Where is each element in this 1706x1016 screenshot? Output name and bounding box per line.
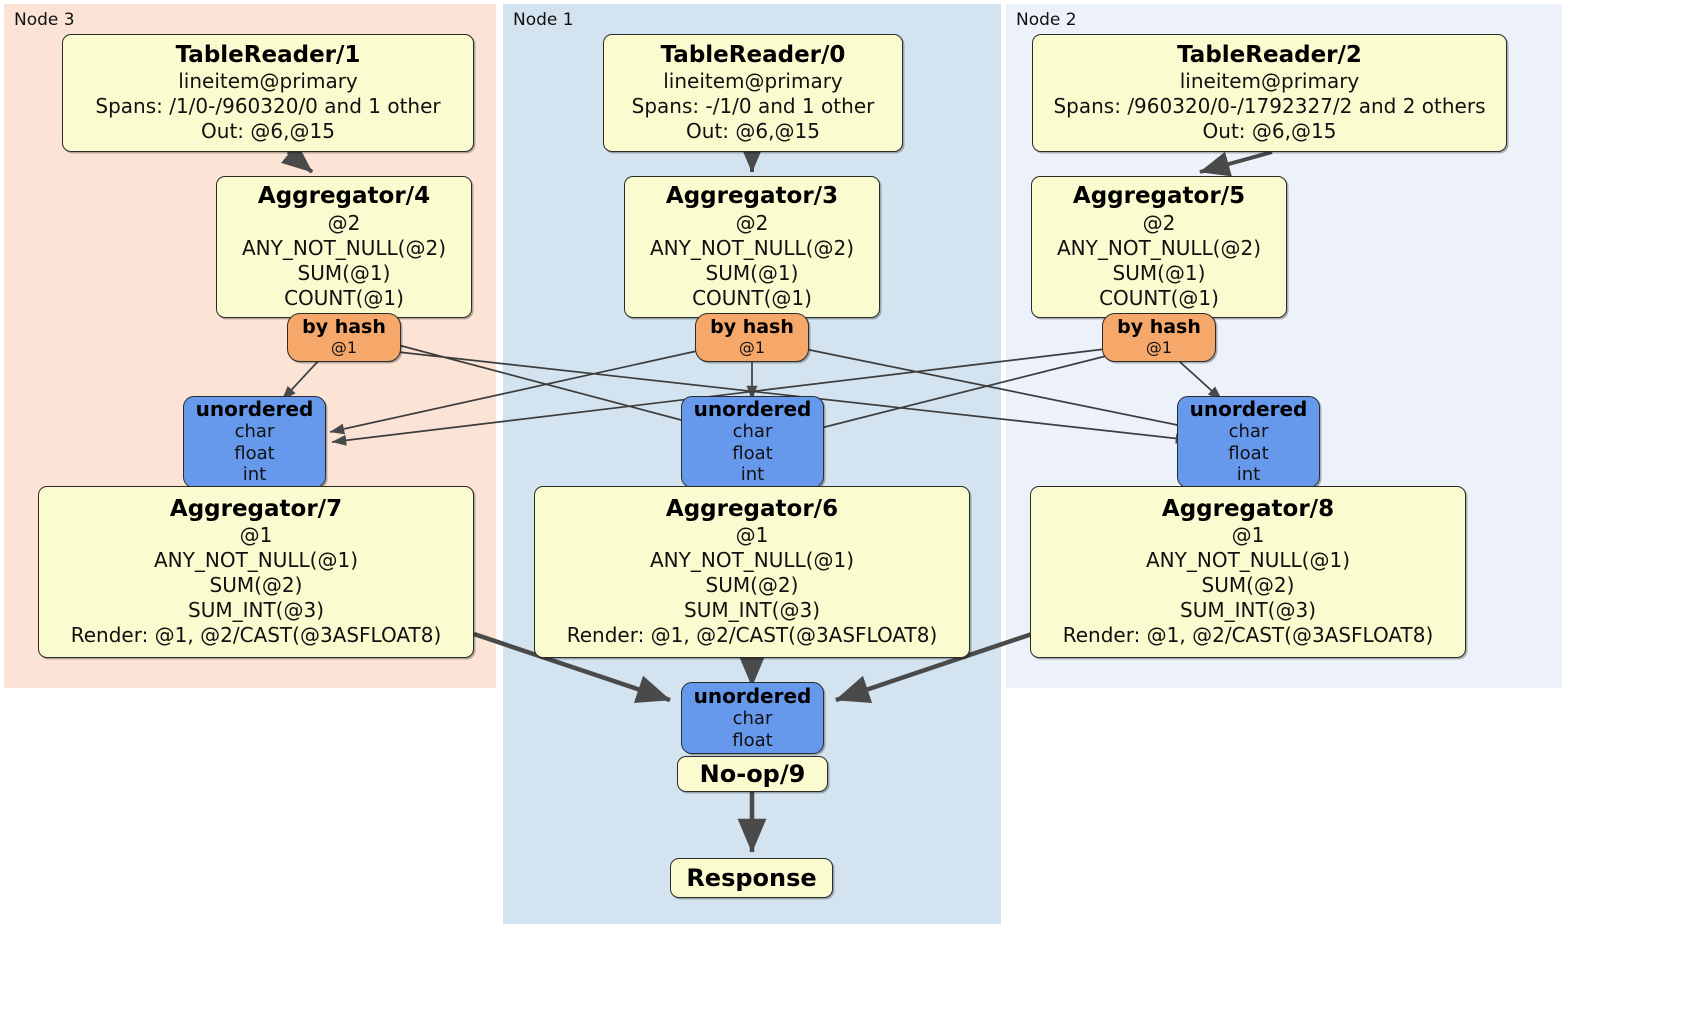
node-line: @2 — [1142, 210, 1176, 235]
node-title: TableReader/1 — [175, 41, 361, 68]
router-by-hash-middle[interactable]: by hash @1 — [695, 313, 809, 362]
node-line: @2 — [327, 210, 361, 235]
node-tablereader-1[interactable]: TableReader/1 lineitem@primary Spans: /1… — [62, 34, 474, 152]
node-title: TableReader/0 — [660, 41, 846, 68]
node-tablereader-0[interactable]: TableReader/0 lineitem@primary Spans: -/… — [603, 34, 903, 152]
node-line: lineitem@primary — [663, 69, 843, 94]
node-title: Aggregator/8 — [1161, 495, 1335, 522]
node-line: Out: @6,@15 — [1202, 119, 1337, 144]
node-line: lineitem@primary — [178, 69, 358, 94]
node-line: ANY_NOT_NULL(@2) — [1057, 235, 1261, 260]
node-title: Response — [686, 863, 817, 892]
node-line: Out: @6,@15 — [201, 119, 335, 144]
node-aggregator-4[interactable]: Aggregator/4 @2 ANY_NOT_NULL(@2) SUM(@1)… — [216, 176, 472, 318]
sync-line: int — [1236, 464, 1261, 486]
sync-unordered-final[interactable]: unordered char float — [681, 682, 824, 754]
router-title: by hash — [710, 316, 794, 339]
sync-title: unordered — [1189, 396, 1308, 421]
router-title: by hash — [1117, 316, 1201, 339]
node-line: SUM(@2) — [1201, 573, 1295, 598]
node-noop-9[interactable]: No-op/9 — [677, 756, 828, 792]
router-line: @1 — [738, 338, 766, 358]
node-title: Aggregator/7 — [169, 495, 343, 522]
router-line: @1 — [330, 338, 358, 358]
node-line: SUM_INT(@3) — [188, 598, 324, 623]
sync-line: float — [732, 729, 773, 751]
node-title: Aggregator/6 — [665, 495, 839, 522]
node-line: SUM(@2) — [209, 573, 303, 598]
sync-title: unordered — [195, 396, 314, 421]
sync-line: char — [234, 420, 275, 442]
node-line: SUM(@1) — [1112, 260, 1206, 285]
router-by-hash-left[interactable]: by hash @1 — [287, 313, 401, 362]
sync-unordered-right[interactable]: unordered char float int — [1177, 396, 1320, 488]
node-line: COUNT(@1) — [284, 285, 404, 310]
node-line: ANY_NOT_NULL(@1) — [650, 548, 854, 573]
sync-line: float — [1228, 442, 1269, 464]
node-aggregator-6[interactable]: Aggregator/6 @1 ANY_NOT_NULL(@1) SUM(@2)… — [534, 486, 970, 658]
node-aggregator-7[interactable]: Aggregator/7 @1 ANY_NOT_NULL(@1) SUM(@2)… — [38, 486, 474, 658]
router-by-hash-right[interactable]: by hash @1 — [1102, 313, 1216, 362]
router-title: by hash — [302, 316, 386, 339]
sync-line: int — [740, 464, 765, 486]
node-line: Out: @6,@15 — [686, 119, 820, 144]
sync-line: char — [732, 420, 773, 442]
sync-line: float — [234, 442, 275, 464]
node-line: ANY_NOT_NULL(@1) — [154, 548, 358, 573]
node-line: COUNT(@1) — [1099, 285, 1219, 310]
node-line: SUM(@2) — [705, 573, 799, 598]
node-line: Spans: /1/0-/960320/0 and 1 other — [95, 94, 441, 119]
node-line: SUM(@1) — [705, 260, 799, 285]
sync-title: unordered — [693, 396, 812, 421]
node-response[interactable]: Response — [670, 858, 833, 898]
sync-unordered-left[interactable]: unordered char float int — [183, 396, 326, 488]
node-line: ANY_NOT_NULL(@2) — [650, 235, 854, 260]
node-title: Aggregator/4 — [257, 183, 431, 210]
node-line: ANY_NOT_NULL(@2) — [242, 235, 446, 260]
node-line: COUNT(@1) — [692, 285, 812, 310]
node-title: TableReader/2 — [1177, 41, 1362, 68]
node-line: SUM_INT(@3) — [684, 598, 820, 623]
sync-unordered-middle[interactable]: unordered char float int — [681, 396, 824, 488]
node-aggregator-5[interactable]: Aggregator/5 @2 ANY_NOT_NULL(@2) SUM(@1)… — [1031, 176, 1287, 318]
node-line: Render: @1, @2/CAST(@3ASFLOAT8) — [566, 623, 938, 648]
node-line: Spans: /960320/0-/1792327/2 and 2 others — [1053, 94, 1486, 119]
node-line: Spans: -/1/0 and 1 other — [631, 94, 875, 119]
node-line: SUM(@1) — [297, 260, 391, 285]
region-node1-label: Node 1 — [513, 10, 574, 30]
router-line: @1 — [1145, 338, 1173, 358]
node-title: Aggregator/3 — [665, 183, 839, 210]
node-line: SUM_INT(@3) — [1180, 598, 1316, 623]
sync-line: char — [1228, 420, 1269, 442]
node-line: @1 — [735, 523, 769, 548]
sync-line: char — [732, 707, 773, 729]
node-title: No-op/9 — [699, 759, 806, 788]
sync-line: float — [732, 442, 773, 464]
node-tablereader-2[interactable]: TableReader/2 lineitem@primary Spans: /9… — [1032, 34, 1507, 152]
sync-title: unordered — [693, 683, 812, 708]
node-line: ANY_NOT_NULL(@1) — [1146, 548, 1350, 573]
node-aggregator-8[interactable]: Aggregator/8 @1 ANY_NOT_NULL(@1) SUM(@2)… — [1030, 486, 1466, 658]
node-title: Aggregator/5 — [1072, 183, 1246, 210]
node-line: lineitem@primary — [1179, 69, 1360, 94]
node-line: @1 — [1231, 523, 1265, 548]
node-line: Render: @1, @2/CAST(@3ASFLOAT8) — [1062, 623, 1434, 648]
region-node3-label: Node 3 — [14, 10, 75, 30]
sync-line: int — [242, 464, 267, 486]
node-line: Render: @1, @2/CAST(@3ASFLOAT8) — [70, 623, 442, 648]
node-line: @1 — [239, 523, 273, 548]
region-node2-label: Node 2 — [1016, 10, 1077, 30]
node-line: @2 — [735, 210, 769, 235]
node-aggregator-3[interactable]: Aggregator/3 @2 ANY_NOT_NULL(@2) SUM(@1)… — [624, 176, 880, 318]
